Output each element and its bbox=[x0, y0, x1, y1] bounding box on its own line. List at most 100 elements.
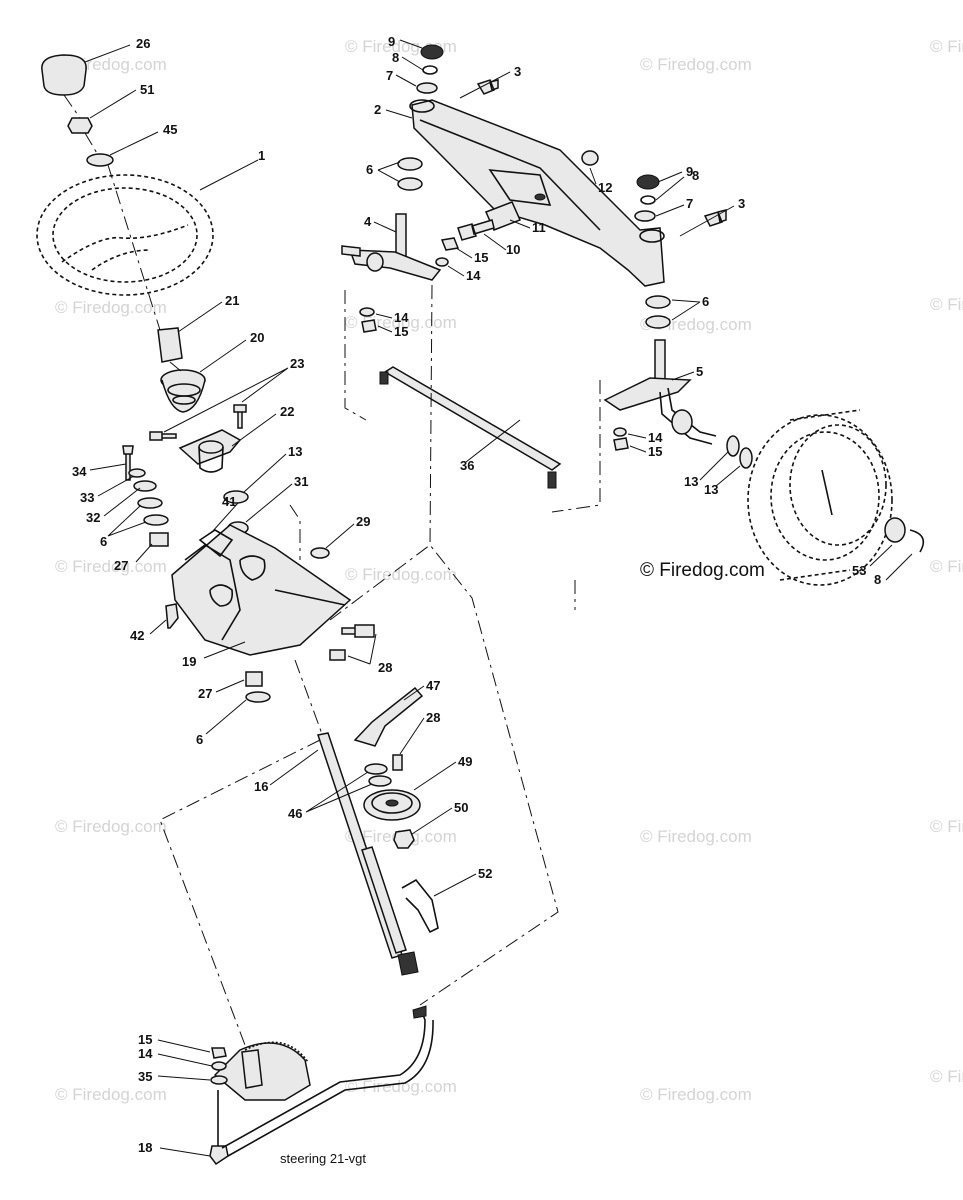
washer bbox=[245, 691, 271, 703]
watermark: © Firedog.com bbox=[640, 1085, 752, 1104]
callout-4: 4 bbox=[364, 214, 372, 229]
tie-rod bbox=[379, 366, 562, 489]
grease-fitting bbox=[703, 209, 727, 227]
watermark: © Firedog.com bbox=[345, 1077, 457, 1096]
callout-8: 8 bbox=[692, 168, 699, 183]
callout-26: 26 bbox=[136, 36, 150, 51]
front-wheel bbox=[747, 409, 893, 586]
bolt bbox=[341, 624, 375, 638]
bolt bbox=[233, 404, 247, 429]
phantom-line bbox=[107, 164, 161, 331]
callout-36: 36 bbox=[460, 458, 474, 473]
phantom-line bbox=[289, 504, 301, 560]
bushing bbox=[310, 547, 330, 559]
spindle-left bbox=[341, 213, 442, 281]
callout-14: 14 bbox=[138, 1046, 153, 1061]
callout-14: 14 bbox=[466, 268, 481, 283]
pulley bbox=[363, 789, 421, 821]
watermark: © Firedog.com bbox=[640, 55, 752, 74]
callout-8: 8 bbox=[392, 50, 399, 65]
steering-wheel bbox=[36, 174, 214, 296]
nut bbox=[361, 319, 377, 333]
clip bbox=[909, 529, 925, 553]
callout-9: 9 bbox=[686, 164, 693, 179]
callout-12: 12 bbox=[598, 180, 612, 195]
adapter bbox=[157, 327, 183, 363]
watermark: © Firedog.com bbox=[55, 557, 167, 576]
nut bbox=[440, 237, 460, 251]
bolt bbox=[122, 445, 134, 481]
phantom-line bbox=[429, 284, 433, 546]
callout-1: 1 bbox=[258, 148, 265, 163]
callout-6: 6 bbox=[366, 162, 373, 177]
callout-32: 32 bbox=[86, 510, 100, 525]
spindle-right bbox=[603, 339, 717, 445]
callout-16: 16 bbox=[254, 779, 268, 794]
callout-31: 31 bbox=[294, 474, 308, 489]
nut bbox=[211, 1047, 227, 1059]
callout-27: 27 bbox=[198, 686, 212, 701]
washer bbox=[397, 157, 423, 171]
bolt bbox=[209, 1145, 229, 1166]
watermark: © Firedog.com bbox=[640, 827, 752, 846]
callout-42: 42 bbox=[130, 628, 144, 643]
callout-29: 29 bbox=[356, 514, 370, 529]
callout-21: 21 bbox=[225, 293, 239, 308]
callout-9: 9 bbox=[388, 34, 395, 49]
bushing bbox=[245, 671, 263, 687]
callout-47: 47 bbox=[426, 678, 440, 693]
callout-labels: 26 51 45 1 21 20 23 22 34 33 32 6 27 13 … bbox=[72, 34, 881, 1155]
callout-53: 53 bbox=[852, 563, 866, 578]
washer bbox=[137, 497, 163, 509]
sector-gear bbox=[213, 1041, 311, 1101]
watermark: © Firedog.com bbox=[930, 817, 963, 836]
watermark: © Firedog.com bbox=[345, 565, 457, 584]
callout-7: 7 bbox=[386, 68, 393, 83]
callout-7: 7 bbox=[686, 196, 693, 211]
callout-23: 23 bbox=[290, 356, 304, 371]
callout-19: 19 bbox=[182, 654, 196, 669]
clip bbox=[422, 65, 438, 75]
washer bbox=[364, 763, 388, 775]
washer bbox=[416, 82, 438, 94]
callout-15: 15 bbox=[138, 1032, 152, 1047]
callout-15: 15 bbox=[474, 250, 488, 265]
leader-lines bbox=[84, 39, 913, 1157]
front-axle bbox=[409, 99, 665, 287]
callout-13: 13 bbox=[684, 474, 698, 489]
callout-6: 6 bbox=[196, 732, 203, 747]
washer bbox=[645, 295, 671, 309]
callout-45: 45 bbox=[163, 122, 177, 137]
callout-14: 14 bbox=[394, 310, 409, 325]
callout-5: 5 bbox=[696, 364, 703, 379]
bolt bbox=[392, 754, 403, 771]
lock-washer bbox=[359, 307, 375, 317]
steering-shaft bbox=[317, 732, 419, 976]
clip bbox=[640, 195, 656, 205]
washer bbox=[739, 447, 753, 469]
drag-link bbox=[221, 1011, 426, 1149]
callout-50: 50 bbox=[454, 800, 468, 815]
callout-22: 22 bbox=[280, 404, 294, 419]
washer bbox=[581, 150, 599, 166]
phantom-line bbox=[169, 361, 183, 373]
washer bbox=[143, 514, 169, 526]
callout-35: 35 bbox=[138, 1069, 152, 1084]
watermark: © Firedog.com bbox=[930, 1067, 963, 1086]
washer bbox=[397, 177, 423, 191]
phantom-line bbox=[159, 739, 321, 1046]
lock-washer bbox=[435, 257, 449, 267]
callout-6: 6 bbox=[702, 294, 709, 309]
callout-13: 13 bbox=[288, 444, 302, 459]
phantom-line bbox=[63, 94, 81, 119]
callout-15: 15 bbox=[648, 444, 662, 459]
lock-washer bbox=[128, 468, 146, 478]
phantom-line bbox=[344, 290, 367, 421]
callout-3: 3 bbox=[738, 196, 745, 211]
callout-15: 15 bbox=[394, 324, 408, 339]
grease-cap bbox=[636, 174, 660, 190]
callout-3: 3 bbox=[514, 64, 521, 79]
spring bbox=[401, 878, 439, 934]
callout-41: 41 bbox=[222, 494, 236, 509]
callout-20: 20 bbox=[250, 330, 264, 345]
